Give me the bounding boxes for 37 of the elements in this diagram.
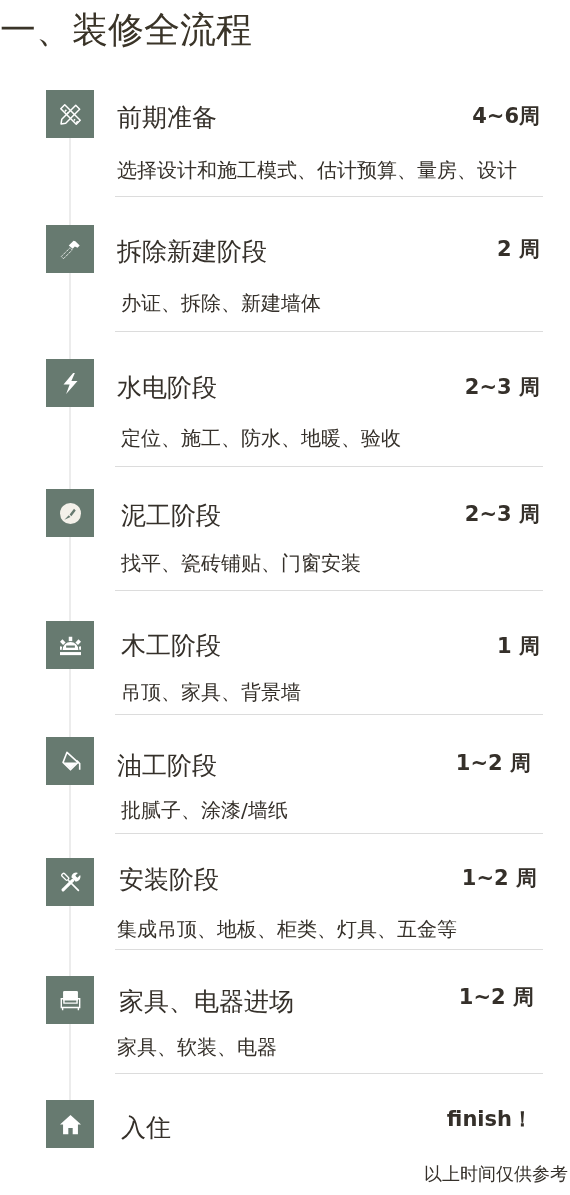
stage-description: 家具、软装、电器	[117, 1035, 277, 1059]
stage-tile	[46, 225, 94, 273]
stage-title: 油工阶段	[117, 751, 217, 781]
stage-title: 木工阶段	[121, 631, 221, 661]
stage-duration: finish！	[446, 1107, 533, 1133]
page-title: 一、装修全流程	[0, 8, 252, 52]
stage-tile	[46, 737, 94, 785]
footnote: 以上时间仅供参考	[424, 1163, 568, 1185]
stage-description: 选择设计和施工模式、估计预算、量房、设计	[117, 158, 517, 182]
stage-duration: 1~2 周	[461, 866, 537, 892]
stage-tile	[46, 858, 94, 906]
stage-tile	[46, 90, 94, 138]
stage-duration: 2~3 周	[464, 375, 540, 401]
stage-description: 批腻子、涂漆/墙纸	[121, 798, 288, 822]
stage-duration: 1~2 周	[458, 985, 534, 1011]
stage-title: 入住	[121, 1113, 171, 1143]
stage-tile	[46, 489, 94, 537]
stage-tile	[46, 359, 94, 407]
stage-title: 拆除新建阶段	[117, 237, 267, 267]
stage-duration: 1 周	[497, 634, 540, 660]
stage-description: 吊顶、家具、背景墙	[121, 680, 301, 704]
stage-duration: 2~3 周	[464, 502, 540, 528]
stage-title: 泥工阶段	[121, 501, 221, 531]
stage-duration: 1~2 周	[455, 751, 531, 777]
stage-description: 找平、瓷砖铺贴、门窗安装	[121, 551, 361, 575]
stage-title: 安装阶段	[119, 865, 219, 895]
stage-title: 前期准备	[117, 103, 217, 133]
stage-title: 家具、电器进场	[119, 987, 294, 1017]
stage-title: 水电阶段	[117, 373, 217, 403]
stage-description: 定位、施工、防水、地暖、验收	[121, 426, 401, 450]
stage-tile	[46, 976, 94, 1024]
stage-description: 办证、拆除、新建墙体	[121, 291, 321, 315]
stage-description: 集成吊顶、地板、柜类、灯具、五金等	[117, 917, 457, 941]
stage-duration: 4~6周	[472, 104, 540, 130]
stage-duration: 2 周	[497, 237, 540, 263]
stage-tile	[46, 621, 94, 669]
stage-tile	[46, 1100, 94, 1148]
